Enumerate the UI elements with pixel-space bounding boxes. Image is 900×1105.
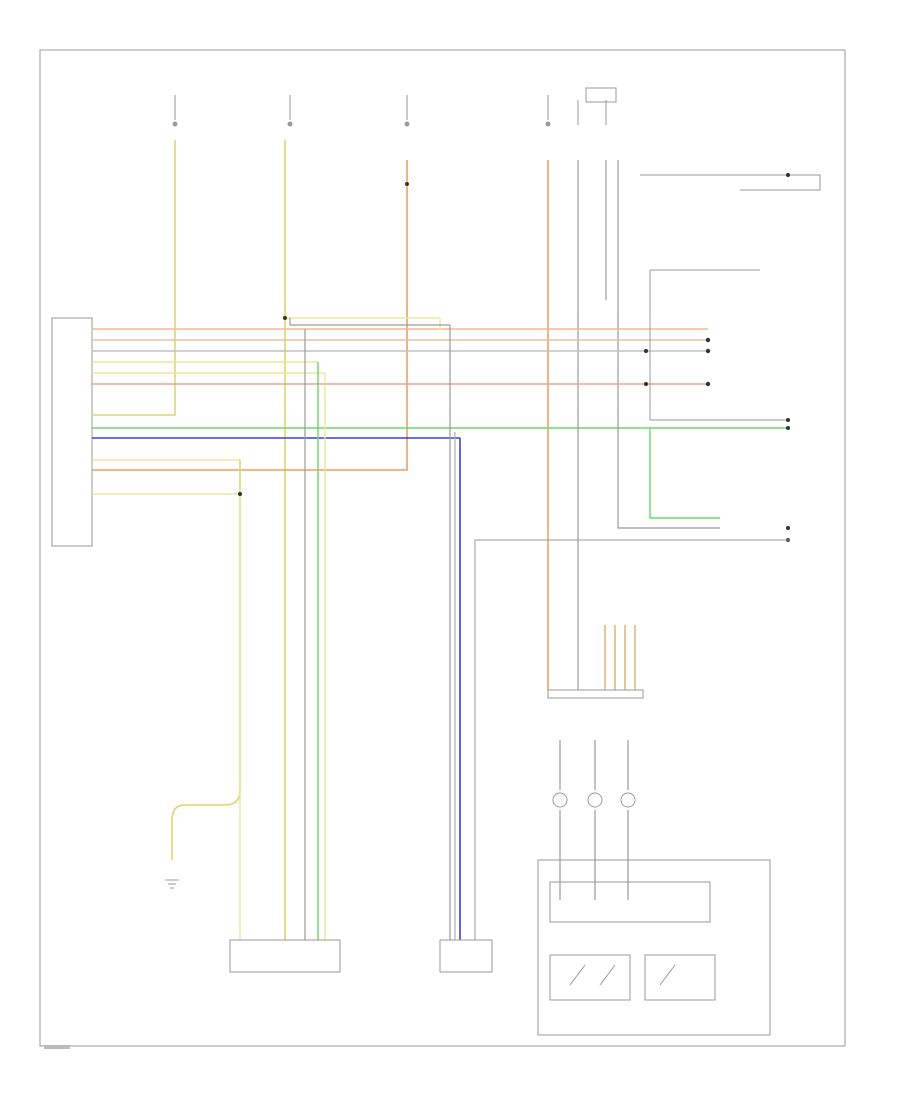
tiptronic-up-switch [644,954,716,1001]
control-electronics [549,881,711,923]
clock-spring-wires [559,740,629,900]
wire-yellow-top-branch [285,317,441,330]
fuse-stub-2 [287,95,293,127]
steering-wheel-connector [547,689,644,699]
page-marker [44,1045,70,1049]
ground-symbol [165,879,179,889]
wire-orange-3 [92,160,408,471]
wire-yellow-1 [92,140,176,416]
wire-gray-5c [617,160,720,529]
steering-wheel-wires [604,625,636,690]
wire-gray-branch [289,318,451,940]
transmission-control-module [51,317,93,547]
wire-yellow-ground [171,460,241,860]
fuse-stub-5 [577,87,617,125]
switch-contacts [569,964,676,986]
diagram-frame [39,49,846,1047]
fuse-stub-3 [404,95,410,127]
fuse-stub-4 [545,95,551,127]
pin-markers [238,173,790,542]
clock-spring-connectors [552,792,636,808]
fuse-stub-1 [172,95,178,127]
steering-wheel-control-box [537,859,771,1036]
speed-sensor-connector [439,939,493,973]
tiptronic-down-switch [549,954,631,1001]
wire-green-right [649,428,720,519]
wire-right-mid-v [649,270,790,421]
wire-right-top [640,174,821,191]
tiptronic-switch-connector [229,939,341,973]
